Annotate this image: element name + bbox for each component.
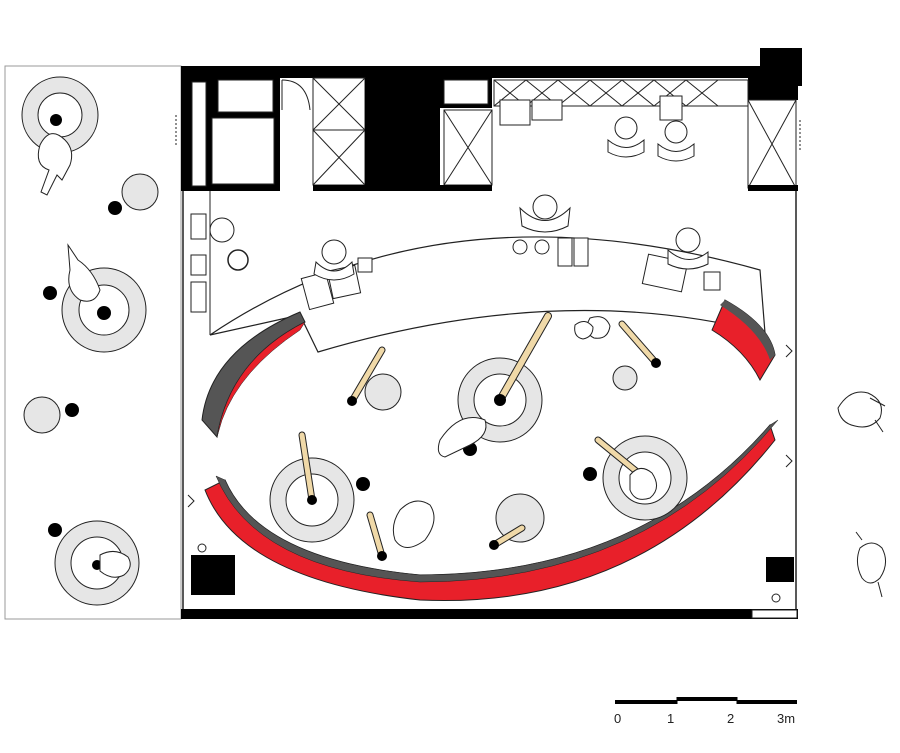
structural-core bbox=[365, 78, 440, 191]
terrace-table-1 bbox=[21, 76, 99, 154]
wall-right-top bbox=[748, 78, 798, 100]
terrace-person-2 bbox=[67, 243, 101, 302]
pedestrian-right bbox=[837, 391, 886, 598]
stool-icon bbox=[356, 365, 638, 491]
scale-label-2: 2 bbox=[727, 711, 734, 726]
terrace-stool-dark-1 bbox=[108, 201, 122, 215]
terrace-person-3 bbox=[99, 551, 131, 578]
wall-left bbox=[181, 66, 190, 191]
wall-bottom bbox=[181, 609, 798, 619]
floor-lamp-icon bbox=[298, 312, 661, 561]
back-counter bbox=[493, 79, 749, 126]
service-room-1 bbox=[217, 79, 274, 113]
corner-pipe-left bbox=[197, 543, 207, 553]
storage-cabinets-mid bbox=[440, 78, 493, 191]
terrace-outline bbox=[4, 65, 182, 620]
terrace-stool-dark-4 bbox=[48, 523, 62, 537]
corner-column-right bbox=[766, 557, 794, 582]
scale-label-1: 1 bbox=[667, 711, 674, 726]
bar-staff bbox=[313, 194, 709, 281]
person-topview-icon bbox=[607, 116, 695, 162]
terrace-person-1 bbox=[37, 133, 73, 196]
entry-step bbox=[751, 609, 798, 619]
scale-bar: 0 1 2 3m bbox=[614, 697, 797, 726]
left-wall-fixtures bbox=[190, 213, 249, 313]
ribbon-bench-lower-dark bbox=[215, 419, 779, 583]
corner-pipe-right bbox=[771, 593, 781, 603]
corner-column-left bbox=[191, 555, 235, 595]
terrace-stool-dark-2 bbox=[43, 286, 57, 300]
terrace-stool-1 bbox=[121, 173, 159, 211]
wall-top bbox=[181, 66, 798, 78]
wall-marks bbox=[175, 115, 801, 508]
door-swing-icon bbox=[281, 79, 311, 111]
terrace-stool-2 bbox=[23, 396, 61, 434]
interior-people bbox=[392, 316, 657, 548]
service-room-2 bbox=[211, 117, 275, 185]
storage-cabinets-left bbox=[312, 77, 366, 191]
service-room-3 bbox=[191, 81, 207, 187]
terrace-stool-dark-3 bbox=[65, 403, 79, 417]
ribbon-bench-upper-left-red bbox=[216, 321, 306, 438]
ribbon-bench-upper-right-dark bbox=[720, 300, 775, 360]
scale-label-0: 0 bbox=[614, 711, 621, 726]
scale-label-3m: 3m bbox=[777, 711, 795, 726]
fridge-unit bbox=[747, 99, 798, 191]
